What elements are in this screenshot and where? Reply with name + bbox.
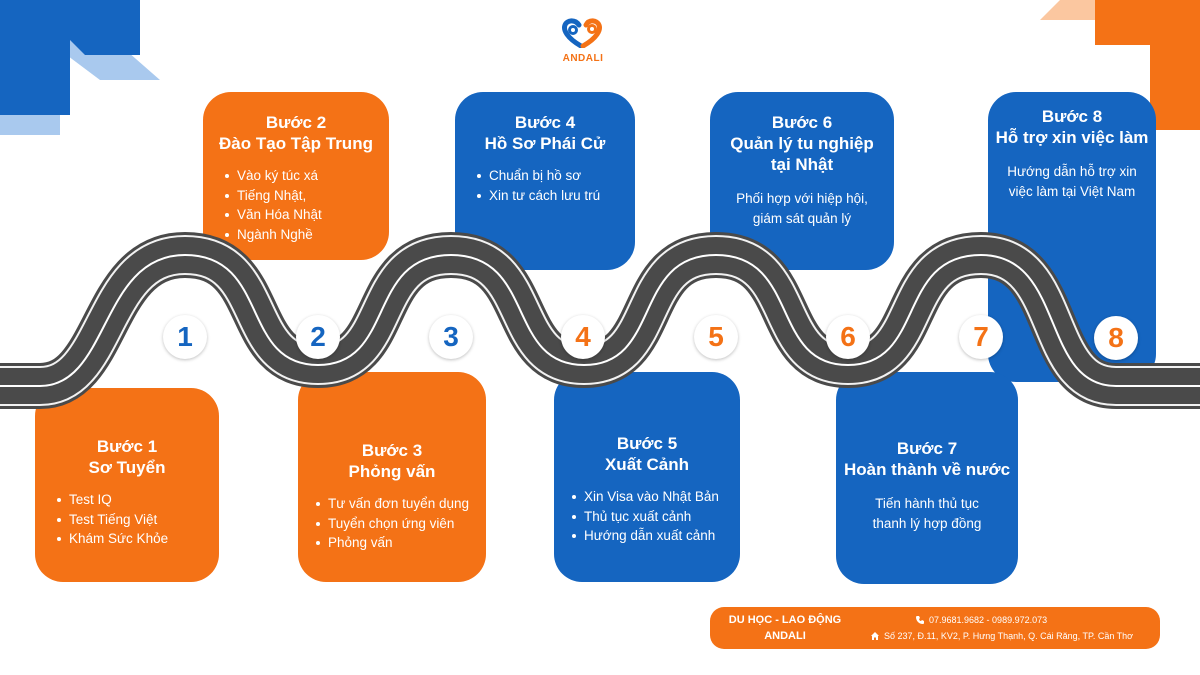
list-item: Ngành Nghề — [225, 225, 389, 245]
step-2-title: Bước 2 — [265, 113, 327, 132]
step-4-items: Chuẩn bị hồ sơ Xin tư cách lưu trú — [455, 166, 635, 205]
step-8-subtitle: Hỗ trợ xin việc làm — [995, 128, 1149, 147]
list-item: Test Tiếng Việt — [57, 510, 219, 530]
step-6-desc-line: Phối hợp với hiệp hội, — [736, 191, 868, 206]
step-5-items: Xin Visa vào Nhật Bản Thủ tục xuất cảnh … — [554, 487, 740, 546]
list-item: Xin Visa vào Nhật Bản — [572, 487, 740, 507]
footer-address-row: Số 237, Đ.11, KV2, P. Hưng Thạnh, Q. Cái… — [870, 628, 1156, 644]
step-4-subtitle: Hồ Sơ Phái Cử — [484, 134, 606, 153]
step-7-title: Bước 7 — [896, 439, 958, 458]
footer-brand: DU HỌC - LAO ĐỘNG ANDALI — [710, 612, 860, 644]
step-6-title: Bước 6 — [771, 113, 833, 132]
footer-brand-line: ANDALI — [764, 630, 806, 642]
footer-address: Số 237, Đ.11, KV2, P. Hưng Thạnh, Q. Cái… — [884, 631, 1134, 641]
andali-logo: ANDALI — [553, 18, 613, 64]
step-3-card: Bước 3 Phỏng vấn Tư vấn đơn tuyển dụng T… — [298, 372, 486, 582]
home-icon — [871, 632, 879, 640]
list-item: Tuyển chọn ứng viên — [316, 514, 486, 534]
step-1-card: Bước 1 Sơ Tuyển Test IQ Test Tiếng Việt … — [35, 388, 219, 582]
footer-phone: 07.9681.9682 - 0989.972.073 — [929, 615, 1048, 625]
list-item: Văn Hóa Nhật — [225, 205, 389, 225]
step-1-subtitle: Sơ Tuyển — [88, 458, 166, 477]
step-3-items: Tư vấn đơn tuyển dụng Tuyển chọn ứng viê… — [298, 494, 486, 553]
step-6-subtitle-2: tại Nhật — [770, 155, 834, 174]
step-7-description: Tiến hành thủ tục thanh lý hợp đồng — [848, 494, 1006, 534]
phone-icon — [916, 616, 924, 624]
step-8-number-badge: 8 — [1094, 316, 1138, 360]
step-3-number-badge: 3 — [429, 315, 473, 359]
list-item: Khám Sức Khỏe — [57, 529, 219, 549]
step-2-items: Vào ký túc xá Tiếng Nhật, Văn Hóa Nhật N… — [203, 166, 389, 244]
step-7-subtitle: Hoàn thành về nước — [843, 460, 1011, 479]
heart-logo-icon — [562, 18, 602, 49]
list-item: Chuẩn bị hồ sơ — [477, 166, 635, 186]
step-8-title: Bước 8 — [1041, 107, 1103, 126]
list-item: Phỏng vấn — [316, 533, 486, 553]
step-3-title: Bước 3 — [361, 441, 423, 460]
list-item: Tư vấn đơn tuyển dụng — [316, 494, 486, 514]
step-5-title: Bước 5 — [616, 434, 678, 453]
step-2-number-badge: 2 — [296, 315, 340, 359]
step-1-title: Bước 1 — [96, 437, 158, 456]
footer-contact: 07.9681.9682 - 0989.972.073 Số 237, Đ.11… — [870, 612, 1156, 644]
step-8-description: Hướng dẫn hỗ trợ xin việc làm tại Việt N… — [1000, 162, 1144, 202]
list-item: Hướng dẫn xuất cảnh — [572, 526, 740, 546]
step-7-desc-line: thanh lý hợp đồng — [872, 516, 982, 531]
list-item: Xin tư cách lưu trú — [477, 186, 635, 206]
step-5-subtitle: Xuất Cảnh — [604, 455, 690, 474]
list-item: Tiếng Nhật, — [225, 186, 389, 206]
step-8-desc-line: Hướng dẫn hỗ trợ xin — [1007, 164, 1137, 179]
step-8-desc-line: việc làm tại Việt Nam — [1008, 184, 1136, 199]
road-lane-line — [0, 253, 1200, 387]
step-7-card: Bước 7 Hoàn thành về nước Tiến hành thủ … — [836, 372, 1018, 584]
step-1-items: Test IQ Test Tiếng Việt Khám Sức Khỏe — [35, 490, 219, 549]
footer-phone-row: 07.9681.9682 - 0989.972.073 — [870, 612, 1156, 628]
step-6-number-badge: 6 — [826, 315, 870, 359]
brand-name: ANDALI — [562, 53, 604, 64]
step-2-subtitle: Đào Tạo Tập Trung — [219, 134, 373, 153]
top-left-arrows — [0, 0, 160, 135]
step-7-number-badge: 7 — [959, 315, 1003, 359]
step-6-subtitle: Quản lý tu nghiệp — [730, 134, 874, 153]
step-3-subtitle: Phỏng vấn — [348, 462, 436, 481]
list-item: Vào ký túc xá — [225, 166, 389, 186]
step-1-number-badge: 1 — [163, 315, 207, 359]
step-6-description: Phối hợp với hiệp hội, giám sát quản lý — [722, 189, 882, 229]
step-2-card: Bước 2 Đào Tạo Tập Trung Vào ký túc xá T… — [203, 92, 389, 260]
contact-footer: DU HỌC - LAO ĐỘNG ANDALI 07.9681.9682 - … — [710, 607, 1160, 649]
step-4-number-badge: 4 — [561, 315, 605, 359]
step-7-desc-line: Tiến hành thủ tục — [875, 496, 979, 511]
step-5-card: Bước 5 Xuất Cảnh Xin Visa vào Nhật Bản T… — [554, 372, 740, 582]
list-item: Test IQ — [57, 490, 219, 510]
step-5-number-badge: 5 — [694, 315, 738, 359]
step-6-desc-line: giám sát quản lý — [752, 211, 852, 226]
top-right-arrows — [1040, 0, 1200, 130]
footer-brand-line: DU HỌC - LAO ĐỘNG — [728, 614, 842, 626]
list-item: Thủ tục xuất cảnh — [572, 507, 740, 527]
step-4-title: Bước 4 — [514, 113, 576, 132]
